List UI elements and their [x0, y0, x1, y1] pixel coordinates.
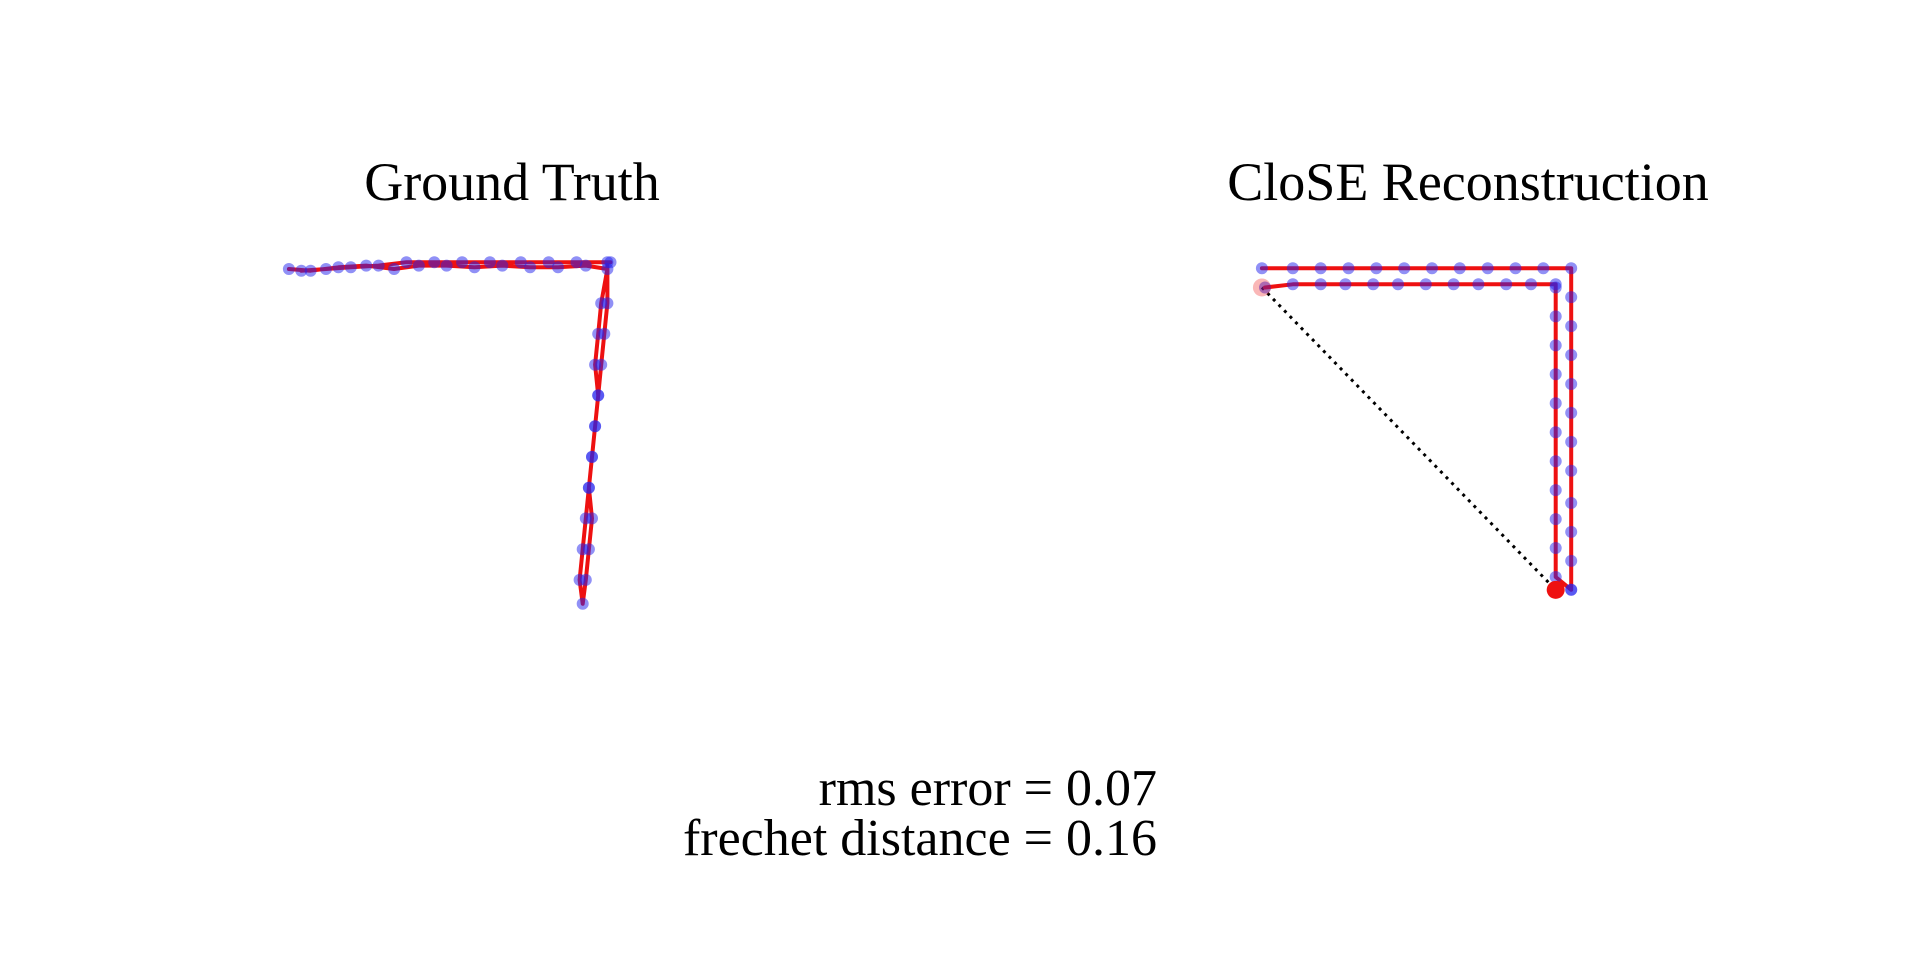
reconstruction-end-marker: [1546, 580, 1565, 599]
reconstruction-point-40: [1419, 278, 1432, 291]
ground-truth-point-2: [332, 261, 345, 274]
reconstruction-point-10: [1537, 262, 1550, 275]
reconstruction-point-32: [1549, 339, 1562, 352]
ground-truth-point-38: [514, 256, 527, 269]
ground-truth-point-40: [456, 256, 469, 269]
reconstruction-point-26: [1549, 513, 1562, 526]
ground-truth-point-42: [400, 256, 413, 269]
ground-truth-point-24: [573, 573, 586, 586]
ground-truth-point-0: [282, 263, 295, 275]
ground-truth-point-1: [304, 264, 317, 277]
ground-truth-point-4: [388, 263, 401, 275]
reconstruction-point-21: [1565, 554, 1578, 567]
reconstruction-point-29: [1549, 426, 1562, 439]
reconstruction-point-38: [1472, 278, 1485, 291]
ground-truth-point-35: [604, 256, 617, 269]
reconstruction-point-41: [1392, 278, 1404, 291]
ground-truth-point-23: [576, 597, 589, 610]
ground-truth-point-31: [595, 358, 608, 371]
reconstruction-closing-line: [1260, 286, 1557, 591]
reconstruction-title: CloSE Reconstruction: [1227, 152, 1708, 212]
ground-truth-point-46: [295, 264, 308, 277]
reconstruction-point-33: [1549, 310, 1562, 323]
ground-truth-point-5: [412, 259, 425, 272]
ground-truth-point-11: [579, 259, 592, 272]
ground-truth-point-9: [524, 261, 537, 274]
reconstruction-point-39: [1447, 278, 1460, 291]
ground-truth-point-33: [601, 297, 614, 310]
ground-truth-point-27: [582, 481, 595, 494]
ground-truth-title: Ground Truth: [364, 152, 660, 212]
reconstruction-point-27: [1549, 484, 1562, 497]
reconstruction-point-28: [1549, 455, 1562, 468]
reconstruction-point-16: [1565, 406, 1578, 419]
reconstruction-point-8: [1481, 262, 1494, 275]
reconstruction-point-9: [1509, 262, 1522, 275]
reconstruction-point-31: [1549, 368, 1562, 381]
reconstruction-point-46: [1259, 281, 1271, 294]
reconstruction-point-35: [1549, 278, 1562, 291]
reconstruction-point-14: [1565, 349, 1578, 361]
reconstruction-point-0: [1255, 262, 1268, 275]
ground-truth-point-25: [576, 543, 589, 556]
reconstruction-point-3: [1342, 262, 1355, 275]
ground-truth-point-29: [589, 420, 602, 433]
reconstruction-point-45: [1286, 278, 1299, 291]
reconstruction-point-5: [1398, 262, 1411, 275]
reconstruction-point-23: [1565, 583, 1578, 596]
rms-error-label: rms error = 0.07: [819, 760, 1157, 817]
ground-truth-point-6: [440, 259, 453, 272]
reconstruction-point-7: [1453, 262, 1466, 275]
reconstruction-panel: [1252, 262, 1578, 599]
reconstruction-point-24: [1549, 571, 1562, 583]
reconstruction-point-6: [1426, 262, 1438, 275]
ground-truth-point-36: [570, 256, 583, 269]
reconstruction-point-11: [1565, 262, 1578, 275]
reconstruction-point-12: [1565, 291, 1578, 304]
ground-truth-stroke-line: [286, 260, 613, 606]
reconstruction-point-17: [1565, 435, 1578, 448]
ground-truth-point-28: [586, 450, 598, 463]
ground-truth-point-44: [344, 261, 357, 274]
reconstruction-point-15: [1565, 378, 1578, 390]
reconstruction-point-18: [1565, 464, 1578, 477]
reconstruction-point-37: [1500, 278, 1513, 291]
ground-truth-point-10: [552, 261, 564, 274]
ground-truth-point-30: [592, 389, 605, 402]
ground-truth-point-32: [598, 327, 611, 340]
ground-truth-point-41: [428, 256, 441, 269]
ground-truth-point-3: [360, 259, 373, 272]
ground-truth-point-7: [468, 261, 481, 274]
reconstruction-stroke-line: [1259, 266, 1574, 592]
frechet-distance-label: frechet distance = 0.16: [683, 810, 1157, 867]
reconstruction-point-30: [1549, 397, 1562, 410]
reconstruction-point-19: [1565, 497, 1578, 509]
ground-truth-point-39: [483, 256, 496, 269]
reconstruction-point-44: [1314, 278, 1327, 291]
reconstruction-point-4: [1370, 262, 1383, 275]
reconstruction-start-marker: [1252, 278, 1271, 297]
reconstruction-point-20: [1565, 525, 1578, 538]
ground-truth-point-8: [496, 259, 509, 272]
ground-truth-point-43: [372, 259, 385, 272]
ground-truth-point-45: [320, 263, 332, 275]
reconstruction-point-25: [1549, 542, 1562, 554]
reconstruction-point-1: [1286, 262, 1299, 275]
ground-truth-point-37: [542, 256, 555, 269]
ground-truth-point-26: [579, 512, 592, 525]
reconstruction-point-13: [1565, 320, 1578, 333]
reconstruction-point-43: [1339, 278, 1352, 291]
ground-truth-panel: [282, 256, 617, 610]
reconstruction-point-2: [1314, 262, 1327, 275]
reconstruction-point-42: [1367, 278, 1380, 291]
reconstruction-point-36: [1525, 278, 1537, 291]
